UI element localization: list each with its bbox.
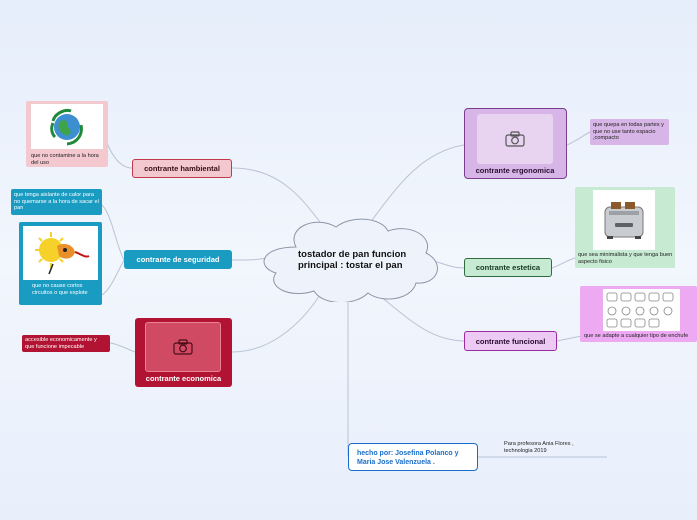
connector-seguridad bbox=[231, 257, 267, 261]
connector-ergonomica bbox=[371, 144, 465, 221]
funcional-note: que se adapte a cualquier tipo de enchuf… bbox=[584, 333, 689, 339]
economica-note: accesible economicamente y que funcione … bbox=[22, 335, 110, 352]
autores-node[interactable]: hecho por: Josefina Polanco y Maria Jose… bbox=[348, 443, 478, 471]
estetica-note: que sea minimalista y que tenga buen asp… bbox=[578, 252, 673, 265]
ambiental-note-card: que no contamine a la hora del uso bbox=[26, 101, 108, 167]
contrante-hambiental-node[interactable]: contrante hambiental bbox=[132, 159, 232, 178]
seguridad-note-card: que no cause cortos circuitos o que expl… bbox=[19, 222, 102, 305]
funcional-note-card: que se adapte a cualquier tipo de enchuf… bbox=[580, 286, 697, 342]
contrante-estetica-node[interactable]: contrante estetica bbox=[464, 258, 552, 277]
connector-estetica-note bbox=[551, 257, 576, 269]
earth-recycle-icon bbox=[31, 104, 103, 149]
seguridad-note-bottom: que no cause cortos circuitos o que expl… bbox=[32, 283, 88, 296]
camera-icon bbox=[145, 322, 221, 372]
connector-economica bbox=[231, 294, 321, 353]
contrante-economica-node[interactable]: contrante economica bbox=[135, 318, 232, 387]
contrante-ergonomica-node[interactable]: contrante ergonomica bbox=[464, 108, 567, 179]
contrante-funcional-node[interactable]: contrante funcional bbox=[464, 331, 557, 351]
connector-ambiental bbox=[231, 167, 321, 223]
contrante-ergonomica-label: contrante ergonomica bbox=[475, 166, 555, 175]
toaster-icon bbox=[593, 190, 655, 250]
seguridad-note-top: que tenga aislante de calor para no quem… bbox=[11, 189, 102, 215]
plug-sockets-icon bbox=[603, 289, 680, 331]
connector-seguridad-note1 bbox=[101, 204, 125, 261]
autores-note: Para profesora Ania Flores , technologia… bbox=[504, 441, 574, 454]
connector-seguridad-note2 bbox=[101, 259, 125, 296]
ergonomica-note: que quepa en todas partes y que no use t… bbox=[590, 119, 669, 145]
connector-funcional-note bbox=[556, 335, 583, 342]
connector-funcional bbox=[379, 295, 465, 342]
estetica-note-card: que sea minimalista y que tenga buen asp… bbox=[575, 187, 675, 268]
connector-ergonomica-note bbox=[566, 131, 591, 146]
contrante-de-seguridad-node[interactable]: contrante de seguridad bbox=[124, 250, 232, 269]
central-topic-text: tostador de pan funcion principal : tost… bbox=[298, 249, 407, 271]
electric-shock-icon bbox=[23, 226, 98, 280]
ambiental-note: que no contamine a la hora del uso bbox=[31, 153, 99, 166]
cloud-shape bbox=[263, 218, 438, 302]
contrante-economica-label: contrante economica bbox=[145, 374, 222, 383]
central-topic[interactable]: tostador de pan funcion principal : tost… bbox=[256, 217, 442, 302]
connector-economica-note bbox=[109, 342, 136, 353]
connector-ambiental-note bbox=[106, 142, 133, 169]
camera-icon bbox=[477, 114, 553, 164]
